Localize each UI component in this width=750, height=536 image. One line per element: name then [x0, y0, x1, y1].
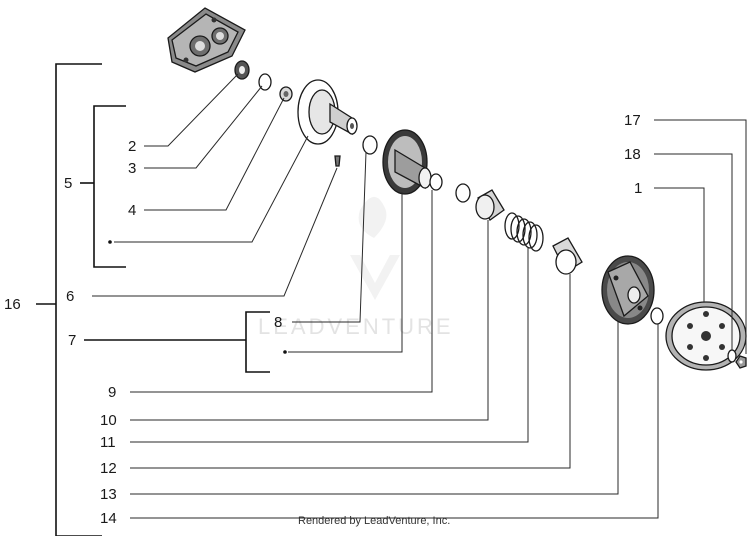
- leader-3: [144, 85, 263, 169]
- callout-7: 7: [68, 332, 76, 349]
- clutch-washer-part: [650, 307, 664, 325]
- bearing-part: [234, 60, 250, 80]
- callout-5: 5: [64, 175, 72, 192]
- leader-4: [144, 97, 285, 211]
- callout-16: 16: [4, 296, 21, 313]
- screw-part: [334, 155, 341, 167]
- watermark-logo: [350, 196, 400, 300]
- callout-1: 1: [634, 180, 642, 197]
- callout-10: 10: [100, 412, 117, 429]
- callout-12: 12: [100, 460, 117, 477]
- fixed-pulley-half: [297, 79, 358, 145]
- movable-pulley-half: [382, 129, 432, 195]
- leader-12: [130, 274, 571, 469]
- leader-11: [130, 248, 529, 443]
- leader-dot-5: [108, 240, 112, 244]
- gear-housing: [167, 7, 246, 73]
- leader-7dot: [288, 192, 403, 353]
- leader-1: [654, 187, 705, 302]
- nut-part: [735, 355, 747, 369]
- callout-18: 18: [624, 146, 641, 163]
- callout-11: 11: [100, 434, 116, 451]
- spring-part: [504, 212, 544, 252]
- seal-ring-part: [455, 183, 471, 203]
- spring-cup-part: [552, 237, 583, 275]
- bracket-16: [55, 63, 102, 536]
- leader-6: [92, 167, 338, 297]
- diagram-caption: Rendered by LeadVenture, Inc.: [298, 515, 450, 527]
- bushing-part: [279, 86, 293, 102]
- leader-13: [130, 322, 619, 495]
- leader-10: [130, 220, 489, 421]
- callout-13: 13: [100, 486, 117, 503]
- clutch-assembly: [601, 255, 655, 325]
- leader-dot-7: [283, 350, 287, 354]
- callout-8: 8: [274, 314, 282, 331]
- leader-9: [130, 190, 433, 393]
- o-ring-part: [362, 135, 378, 155]
- callout-3: 3: [128, 160, 136, 177]
- spacer-bushing-part: [475, 189, 505, 221]
- bracket-5: [93, 105, 126, 268]
- watermark-text: LEADVENTURE: [258, 314, 454, 339]
- washer-part: [429, 173, 443, 191]
- leader-8: [292, 151, 367, 323]
- callout-14: 14: [100, 510, 117, 527]
- clutch-bell-part: [665, 301, 747, 371]
- leader-18: [654, 153, 733, 350]
- leader-17: [654, 119, 747, 354]
- bracket-7: [245, 311, 270, 373]
- callout-2: 2: [128, 138, 136, 155]
- leader-5dot: [114, 135, 309, 243]
- bell-washer-part: [727, 349, 737, 363]
- leader-14: [130, 324, 659, 519]
- callout-6: 6: [66, 288, 74, 305]
- callout-9: 9: [108, 384, 116, 401]
- callout-4: 4: [128, 202, 136, 219]
- callout-17: 17: [624, 112, 641, 129]
- leader-2: [144, 73, 239, 147]
